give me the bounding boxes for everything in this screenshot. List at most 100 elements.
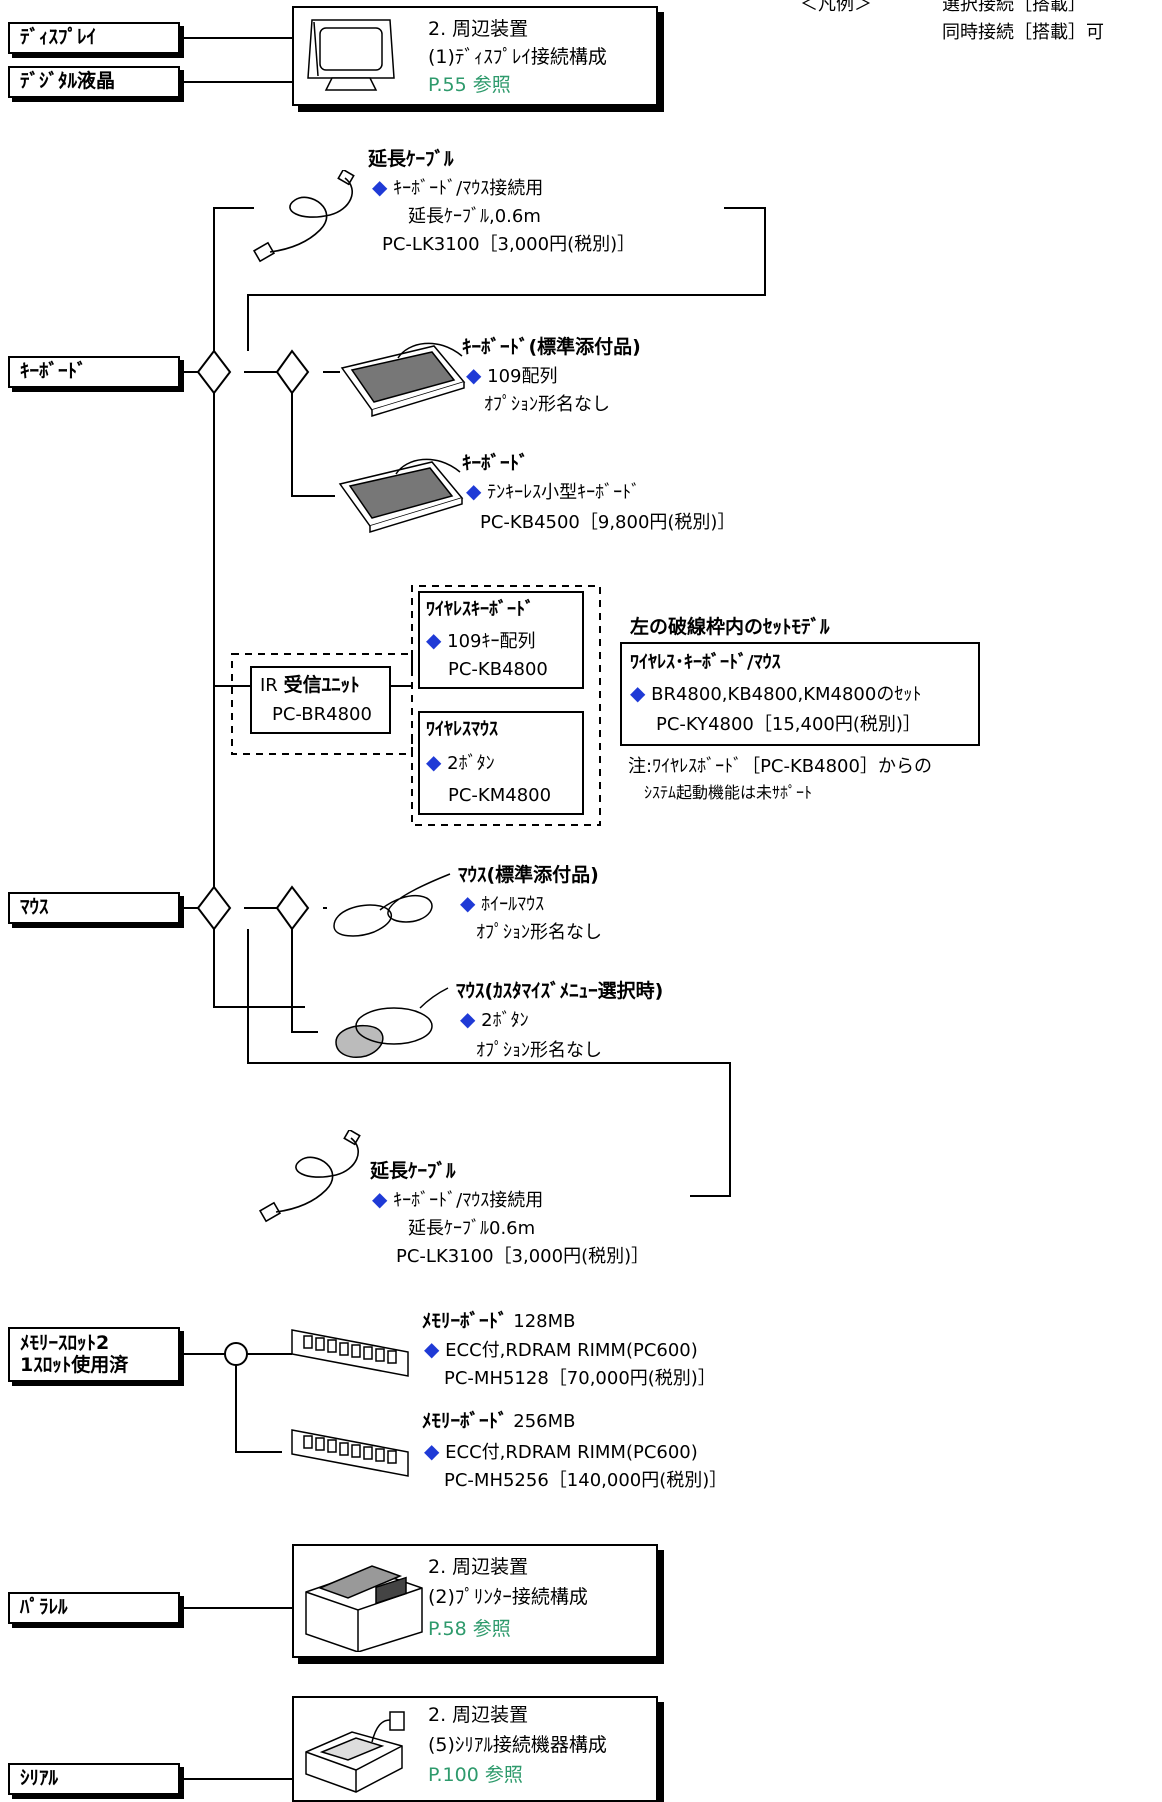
port-memory-slot: ﾒﾓﾘｰｽﾛｯﾄ2 1ｽﾛｯﾄ使用済 — [8, 1327, 180, 1382]
serial-device-icon — [305, 1711, 405, 1793]
kb-tkl-title: ｷｰﾎﾞｰﾄﾞ — [462, 452, 529, 474]
memory-module-icon — [291, 1429, 409, 1477]
mem256-size: 256MB — [513, 1411, 576, 1432]
ref-page-link[interactable]: P.100 参照 — [428, 1764, 523, 1786]
kb-cable-title: 延長ｹｰﾌﾞﾙ — [368, 148, 454, 170]
wm-line1: 2ﾎﾞﾀﾝ — [447, 753, 495, 774]
mouse-cable-title: 延長ｹｰﾌﾞﾙ — [370, 1160, 456, 1182]
port-digital-lcd: ﾃﾞｼﾞﾀﾙ液晶 — [8, 66, 180, 98]
kb-cable-model: PC-LK3100［3,000円(税別)］ — [382, 234, 636, 255]
wkb-title: ﾜｲﾔﾚｽｷｰﾎﾞｰﾄﾞ — [426, 599, 534, 620]
ir-model: PC-BR4800 — [272, 704, 372, 725]
mouse-cable-model: PC-LK3100［3,000円(税別)］ — [396, 1246, 650, 1267]
mem256-model: PC-MH5256［140,000円(税別)］ — [444, 1470, 728, 1491]
wm-title: ﾜｲﾔﾚｽﾏｳｽ — [426, 719, 498, 740]
wireless-keyboard-box: ﾜｲﾔﾚｽｷｰﾎﾞｰﾄﾞ ◆ 109ｷｰ配列 PC-KB4800 — [418, 591, 584, 689]
wkb-line1: 109ｷｰ配列 — [447, 631, 536, 652]
ref-title: 2. 周辺装置 — [428, 1556, 529, 1578]
blue-diamond-icon: ◆ — [372, 1187, 388, 1211]
ref-subtitle: (5)ｼﾘｱﾙ接続機器構成 — [428, 1734, 607, 1756]
kb-cable-line1: ｷｰﾎﾞｰﾄﾞ/ﾏｳｽ接続用 — [393, 178, 544, 199]
legend-label: ＜凡例＞ — [800, 0, 872, 15]
parallel-reference-box: 2. 周辺装置 (2)ﾌﾟﾘﾝﾀｰ接続構成 P.58 参照 — [292, 1544, 658, 1658]
kb-std-line1: 109配列 — [487, 366, 558, 387]
mouse-custom-title: ﾏｳｽ(ｶｽﾀﾏｲｽﾞﾒﾆｭｰ選択時) — [456, 980, 664, 1002]
set-model-box: ﾜｲﾔﾚｽ･ｷｰﾎﾞｰﾄﾞ/ﾏｳｽ ◆ BR4800,KB4800,KM4800… — [620, 642, 980, 746]
mem128-model: PC-MH5128［70,000円(税別)］ — [444, 1368, 716, 1389]
port-label: ｼﾘｱﾙ — [20, 1767, 59, 1790]
set-title: ﾜｲﾔﾚｽ･ｷｰﾎﾞｰﾄﾞ/ﾏｳｽ — [630, 652, 781, 673]
blue-diamond-icon: ◆ — [424, 1337, 440, 1361]
wm-model: PC-KM4800 — [448, 785, 552, 806]
legend-select: 選択接続［搭載］ — [942, 0, 1086, 15]
blue-diamond-icon: ◆ — [424, 1439, 440, 1463]
mouse-std-line1: ﾎｲｰﾙﾏｳｽ — [481, 894, 545, 915]
port-label: ﾃﾞｨｽﾌﾟﾚｲ — [20, 26, 97, 49]
mem128-size: 128MB — [513, 1311, 576, 1332]
blue-diamond-icon: ◆ — [426, 628, 442, 652]
junction-diamond — [275, 885, 310, 931]
mouse-icon — [335, 987, 449, 1058]
keyboard-icon — [338, 458, 464, 534]
mouse-custom-line1: 2ﾎﾞﾀﾝ — [481, 1010, 529, 1031]
ir-receiver-box: IR 受信ﾕﾆｯﾄ PC-BR4800 — [250, 666, 391, 734]
junction-diamond — [275, 349, 310, 395]
note-line2: ｼｽﾃﾑ起動機能は未ｻﾎﾟｰﾄ — [644, 783, 813, 802]
ir-prefix: IR — [260, 675, 278, 696]
legend-simultaneous: 同時接続［搭載］可 — [942, 22, 1104, 43]
mem256-line1: ECC付,RDRAM RIMM(PC600) — [445, 1442, 698, 1463]
mouse-std-line2: ｵﾌﾟｼｮﾝ形名なし — [476, 922, 602, 943]
mouse-cable-line2: 延長ｹｰﾌﾞﾙ0.6m — [408, 1218, 536, 1239]
blue-diamond-icon: ◆ — [630, 681, 646, 705]
kb-std-title: ｷｰﾎﾞｰﾄﾞ(標準添付品) — [462, 336, 641, 358]
port-label: ﾏｳｽ — [20, 896, 49, 919]
kb-cable-line2: 延長ｹｰﾌﾞﾙ,0.6m — [408, 206, 541, 227]
cable-icon — [258, 1130, 361, 1223]
mouse-icon — [333, 873, 451, 937]
port-label: ﾃﾞｼﾞﾀﾙ液晶 — [20, 70, 116, 93]
wkb-model: PC-KB4800 — [448, 659, 548, 680]
mouse-std-title: ﾏｳｽ(標準添付品) — [458, 864, 599, 886]
port-display: ﾃﾞｨｽﾌﾟﾚｲ — [8, 22, 180, 54]
port-keyboard: ｷｰﾎﾞｰﾄﾞ — [8, 356, 180, 388]
junction-circle — [224, 1342, 248, 1366]
mouse-custom-line2: ｵﾌﾟｼｮﾝ形名なし — [476, 1040, 602, 1061]
mem256-title: ﾒﾓﾘｰﾎﾞｰﾄﾞ — [422, 1410, 508, 1432]
keyboard-icon — [340, 342, 466, 418]
port-label: ﾊﾟﾗﾚﾙ — [20, 1596, 68, 1619]
note-line1: 注:ﾜｲﾔﾚｽﾎﾞｰﾄﾞ［PC-KB4800］からの — [628, 756, 932, 777]
cable-icon — [252, 170, 355, 263]
blue-diamond-icon: ◆ — [466, 479, 482, 503]
set-heading: 左の破線枠内のｾｯﾄﾓﾃﾞﾙ — [630, 616, 830, 638]
memory-slot-used: 1ｽﾛｯﾄ使用済 — [20, 1353, 129, 1376]
junction-diamond — [196, 349, 232, 395]
serial-reference-box: 2. 周辺装置 (5)ｼﾘｱﾙ接続機器構成 P.100 参照 — [292, 1696, 658, 1802]
ref-page-link[interactable]: P.58 参照 — [428, 1618, 511, 1640]
port-label: ｷｰﾎﾞｰﾄﾞ — [20, 360, 87, 383]
ref-subtitle: (1)ﾃﾞｨｽﾌﾟﾚｲ接続構成 — [428, 46, 607, 68]
blue-diamond-icon: ◆ — [466, 363, 482, 387]
ref-page-link[interactable]: P.55 参照 — [428, 74, 511, 96]
blue-diamond-icon: ◆ — [460, 1007, 476, 1031]
kb-tkl-model: PC-KB4500［9,800円(税別)］ — [480, 512, 736, 533]
ref-title: 2. 周辺装置 — [428, 1704, 529, 1726]
wireless-mouse-box: ﾜｲﾔﾚｽﾏｳｽ ◆ 2ﾎﾞﾀﾝ PC-KM4800 — [418, 711, 584, 815]
printer-icon — [305, 1565, 423, 1652]
mem128-line1: ECC付,RDRAM RIMM(PC600) — [445, 1340, 698, 1361]
port-parallel: ﾊﾟﾗﾚﾙ — [8, 1592, 180, 1624]
blue-diamond-icon: ◆ — [460, 891, 476, 915]
kb-tkl-line1: ﾃﾝｷｰﾚｽ小型ｷｰﾎﾞｰﾄﾞ — [487, 482, 641, 503]
set-model: PC-KY4800［15,400円(税別)］ — [656, 714, 921, 735]
ir-title: 受信ﾕﾆｯﾄ — [283, 674, 360, 696]
ref-subtitle: (2)ﾌﾟﾘﾝﾀｰ接続構成 — [428, 1586, 588, 1608]
memory-module-icon — [291, 1329, 409, 1377]
mouse-cable-line1: ｷｰﾎﾞｰﾄﾞ/ﾏｳｽ接続用 — [393, 1190, 544, 1211]
mem128-title: ﾒﾓﾘｰﾎﾞｰﾄﾞ — [422, 1310, 508, 1332]
kb-std-line2: ｵﾌﾟｼｮﾝ形名なし — [484, 394, 610, 415]
ref-title: 2. 周辺装置 — [428, 18, 529, 40]
monitor-icon — [307, 19, 395, 91]
set-line1: BR4800,KB4800,KM4800のｾｯﾄ — [651, 684, 922, 705]
display-reference-box: 2. 周辺装置 (1)ﾃﾞｨｽﾌﾟﾚｲ接続構成 P.55 参照 — [292, 6, 658, 106]
